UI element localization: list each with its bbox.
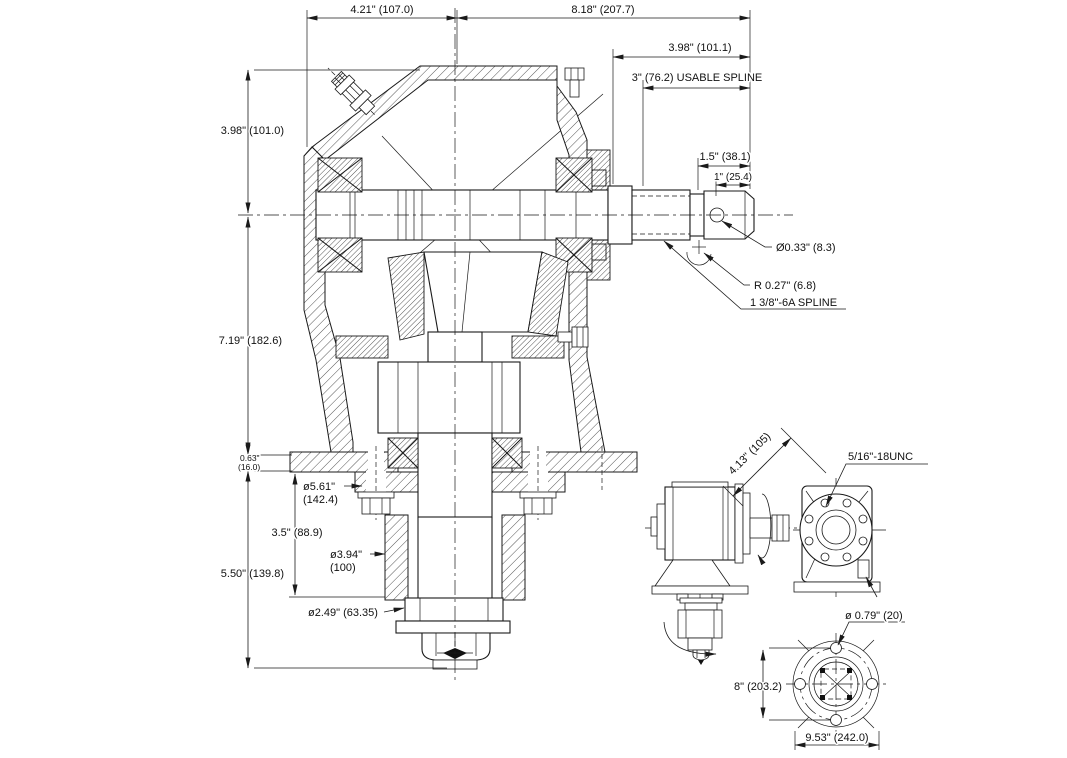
input-rotation-arrow [757, 493, 772, 566]
dim-label: 3.98" (101.1) [668, 42, 731, 54]
dim-pilot-diameter: ø5.61" (142.4) [302, 480, 363, 508]
output-rotation-arrow [663, 621, 717, 657]
dim-label: (100) [330, 562, 356, 574]
dim-label: ø 0.79" (20) [845, 610, 903, 622]
dim-pin-hole: Ø0.33" (8.3) [721, 220, 837, 256]
pedestal [654, 559, 731, 587]
dim-label: 8.18" (207.7) [571, 4, 634, 16]
dim-bolt-hole-dia: ø 0.79" (20) [837, 609, 905, 646]
dim-tip-length: 1" (25.4) [712, 171, 754, 196]
dim-label: ø3.94" [330, 549, 362, 561]
grease-fitting [327, 67, 376, 116]
bearing-box [555, 157, 593, 193]
dim-label: Ø0.33" (8.3) [776, 242, 836, 254]
dim-label: 0.63" [240, 453, 260, 463]
dim-label: 1" (25.4) [714, 172, 752, 183]
side-input-shaft [749, 514, 790, 542]
dim-spline-length: 1.5" (38.1) [697, 150, 752, 190]
shaft-seal [591, 169, 607, 187]
dim-usable-spline: 3" (76.2) USABLE SPLINE [630, 71, 764, 186]
dim-label: 3.98" (101.0) [221, 125, 284, 137]
dim-label: 1.5" (38.1) [700, 151, 751, 163]
dim-fillet-radius: R 0.27" (6.8) [703, 252, 818, 294]
callout-thread-spec: 5/16"-18UNC [825, 450, 928, 507]
gear-hub [377, 361, 521, 434]
boss-bolt-holes [804, 498, 868, 562]
centerlines [238, 8, 793, 682]
dim-top-width-right: 8.18" (207.7) [456, 3, 751, 189]
dim-left-chain: 3.98" (101.0) 7.19" (182.6) 0.63" (16.0)… [217, 69, 447, 669]
dim-label: ø2.49" (63.35) [308, 607, 378, 619]
dim-hub-diameter: ø3.94" (100) [329, 548, 386, 576]
dim-bolt-spacing: 8" (203.2) [733, 647, 830, 721]
fillet-center-mark [686, 240, 712, 266]
bearing-box [317, 237, 363, 273]
dim-label: 5.50" (139.8) [221, 568, 284, 580]
dim-label: (142.4) [303, 494, 338, 506]
output-shaft-assembly [377, 331, 523, 670]
dim-label: ø5.61" [303, 481, 335, 493]
dim-label: R 0.27" (6.8) [754, 280, 816, 292]
main-section-view [238, 8, 793, 682]
housing-bolts [557, 67, 589, 348]
bearing-box [317, 157, 363, 193]
spline-spec-label: 1 3/8"-6A SPLINE [750, 297, 837, 309]
flange-bolts [357, 491, 557, 515]
side-base-plate [651, 585, 749, 595]
dim-label: 9.53" (242.0) [805, 732, 868, 744]
corner-tick-marks [797, 639, 875, 729]
spline-bore [820, 668, 852, 700]
dim-label: 4.21" (107.0) [350, 4, 413, 16]
drain-plug [857, 559, 870, 579]
dim-label: 4.13" (105) [727, 431, 774, 478]
dim-label: (16.0) [238, 462, 260, 472]
dim-label: 7.19" (182.6) [219, 335, 282, 347]
lower-bearings [387, 437, 523, 469]
callout-input-spline-spec: 1 3/8"-6A SPLINE [663, 240, 846, 311]
tapered-roller-bearings [317, 157, 607, 273]
dim-lower-length: 3.5" (88.9) [270, 473, 385, 598]
output-shaft-end [395, 597, 511, 670]
shaft-seal [591, 243, 607, 261]
dim-shaft-overall: 3.98" (101.1) [612, 41, 751, 184]
dim-flange-od: 9.53" (242.0) [794, 731, 880, 750]
dimensions-main-view: 4.21" (107.0) 8.18" (207.7) 3.98" (101.1… [217, 3, 846, 669]
thread-spec-label: 5/16"-18UNC [848, 451, 913, 463]
dim-label: 3.5" (88.9) [272, 527, 323, 539]
rear-base-plate [793, 581, 881, 593]
side-output-shaft [676, 593, 724, 665]
bevel-gear-set [335, 251, 569, 359]
bottom-flange-view: ø 0.79" (20) 8" (203.2) 9.53" (242.0) [733, 609, 905, 750]
dim-output-shaft-diameter: ø2.49" (63.35) [307, 606, 405, 621]
side-view [645, 481, 800, 666]
bolt-circle [799, 647, 873, 721]
dim-label: 8" (203.2) [734, 681, 782, 693]
flange-outer-circle [792, 640, 880, 728]
rear-view: 4.13" (105) 5/16"-18UNC [722, 427, 928, 600]
dim-label: 3" (76.2) USABLE SPLINE [632, 72, 762, 84]
